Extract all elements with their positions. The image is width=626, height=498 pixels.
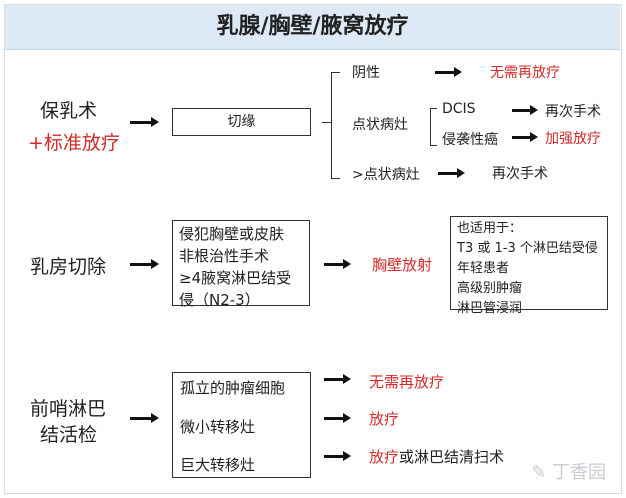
bracket bbox=[430, 108, 437, 146]
invasive-label: 侵袭性癌 bbox=[442, 132, 498, 148]
note-line: T3 或 1-3 个淋巴结受侵 bbox=[457, 241, 598, 256]
macro-result: 放疗或淋巴结清扫术 bbox=[369, 446, 504, 467]
dcis-label: DCIS bbox=[442, 101, 476, 117]
bracket bbox=[331, 72, 340, 179]
arrow-icon bbox=[435, 67, 462, 77]
note-line: 也适用于： bbox=[457, 221, 523, 236]
arrow-icon bbox=[324, 451, 351, 461]
dcis-result: 再次手术 bbox=[545, 104, 601, 120]
margin-box: 切缘 bbox=[172, 108, 311, 136]
arrow-icon bbox=[130, 259, 159, 269]
page-title: 乳腺/胸壁/腋窝放疗 bbox=[5, 5, 620, 50]
macro-result-rest: 或淋巴结清扫术 bbox=[399, 448, 505, 466]
micro-result: 放疗 bbox=[369, 410, 400, 428]
arrow-icon bbox=[324, 374, 351, 384]
bcs-label: 保乳术 bbox=[40, 100, 98, 122]
indication: 侵犯胸壁或皮肤 bbox=[179, 225, 285, 243]
also-applies-box: 也适用于： T3 或 1-3 个淋巴结受侵 年轻患者 高级别肿瘤 淋巴管浸润 bbox=[450, 216, 608, 316]
invasive-result: 加强放疗 bbox=[545, 131, 601, 147]
arrow-icon bbox=[324, 413, 351, 423]
negative-result: 无需再放疗 bbox=[490, 65, 560, 81]
indication: 侵（N2-3） bbox=[179, 291, 260, 309]
mastectomy-label: 乳房切除 bbox=[30, 256, 107, 278]
indication: 非根治性手术 bbox=[179, 247, 270, 265]
note-line: 淋巴管浸润 bbox=[457, 301, 523, 316]
findings-box: 孤立的肿瘤细胞 微小转移灶 巨大转移灶 bbox=[172, 372, 311, 478]
finding: 微小转移灶 bbox=[180, 418, 256, 436]
slnb-label: 前哨淋巴 bbox=[30, 398, 107, 420]
note-line: 年轻患者 bbox=[457, 261, 510, 276]
itc-result: 无需再放疗 bbox=[369, 373, 445, 391]
arrow-icon bbox=[324, 259, 351, 269]
chest-wall-rt: 胸壁放射 bbox=[372, 256, 433, 274]
arrow-icon bbox=[130, 413, 159, 423]
arrow-icon bbox=[130, 117, 159, 127]
finding: 巨大转移灶 bbox=[180, 456, 256, 474]
arrow-icon bbox=[512, 132, 538, 142]
standard-rt-label: +标准放疗 bbox=[28, 132, 120, 154]
slnb-label-2: 结活检 bbox=[40, 424, 98, 446]
negative-label: 阴性 bbox=[352, 65, 380, 81]
extensive-result: 再次手术 bbox=[492, 166, 548, 182]
macro-result-rt: 放疗 bbox=[369, 448, 400, 466]
arrow-icon bbox=[438, 168, 465, 178]
frame bbox=[4, 4, 622, 494]
extensive-label: >点状病灶 bbox=[352, 167, 420, 183]
arrow-icon bbox=[512, 105, 538, 115]
indication-box: 侵犯胸壁或皮肤 非根治性手术 ≥4腋窝淋巴结受 侵（N2-3） bbox=[172, 220, 310, 309]
connector-line bbox=[322, 122, 332, 123]
note-line: 高级别肿瘤 bbox=[457, 281, 523, 296]
finding: 孤立的肿瘤细胞 bbox=[180, 379, 286, 397]
indication: ≥4腋窝淋巴结受 bbox=[179, 269, 292, 287]
watermark-logo: ✎ 丁香园 bbox=[531, 462, 606, 483]
focal-label: 点状病灶 bbox=[352, 117, 408, 133]
